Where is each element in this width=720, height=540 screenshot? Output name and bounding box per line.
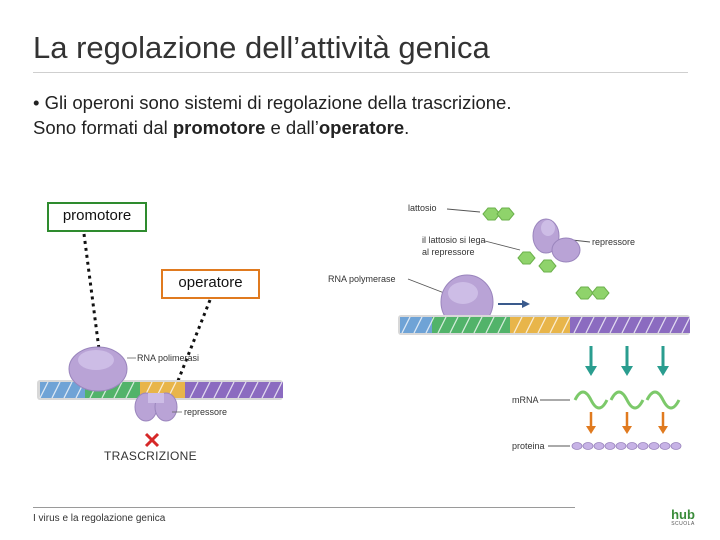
logo-text: hub	[671, 507, 695, 522]
bullet-text: • Gli operoni sono sistemi di regolazion…	[33, 90, 693, 140]
bullet-marker: •	[33, 92, 40, 113]
binding-label-line1: il lattosio si lega	[422, 235, 486, 245]
bullet-line2-post: .	[404, 117, 410, 138]
right-dna-strand	[398, 315, 691, 335]
page-title: La regolazione dell’attività genica	[33, 30, 490, 65]
left-repressor-label: repressore	[184, 407, 228, 417]
right-rna-polymerase-label: RNA polymerase	[328, 274, 396, 284]
right-repressor-label: repressore	[592, 237, 636, 247]
operatore-label-box: operatore	[161, 269, 260, 299]
translation-arrows	[586, 412, 668, 434]
hub-scuola-logo: hub SCUOLA	[668, 508, 698, 532]
bullet-line2-pre: Sono formati dal	[33, 117, 173, 138]
mrna-label: mRNA	[512, 395, 539, 405]
transcription-result-label: TRASCRIZIONE	[104, 449, 197, 463]
logo-subtext: SCUOLA	[671, 521, 695, 527]
lactose-label: lattosio	[408, 203, 437, 213]
mrna-strands	[573, 390, 681, 410]
bullet-line1: Gli operoni sono sistemi di regolazione …	[44, 92, 512, 113]
protein-label: proteina	[512, 441, 545, 451]
direction-arrow-icon	[498, 300, 530, 308]
footer-text: I virus e la regolazione genica	[33, 513, 166, 524]
protein-chain	[571, 442, 682, 450]
block-x-icon	[144, 432, 160, 448]
title-divider	[33, 72, 688, 73]
left-rna-polymerase-shape	[68, 346, 128, 392]
right-repressor-shape	[532, 218, 581, 263]
footer-divider	[33, 507, 575, 508]
left-rna-polymerase-label: RNA polimerasi	[137, 353, 200, 363]
promotore-label-box: promotore	[47, 202, 147, 232]
bullet-bold-promotore: promotore	[172, 117, 266, 138]
left-repressor-shape	[134, 392, 178, 422]
lactose-molecules	[482, 207, 610, 300]
binding-label-line2: al repressore	[422, 247, 475, 257]
bullet-line2-mid: e dall’	[265, 117, 319, 138]
bullet-bold-operatore: operatore	[318, 117, 405, 138]
transcription-arrows	[585, 346, 669, 376]
